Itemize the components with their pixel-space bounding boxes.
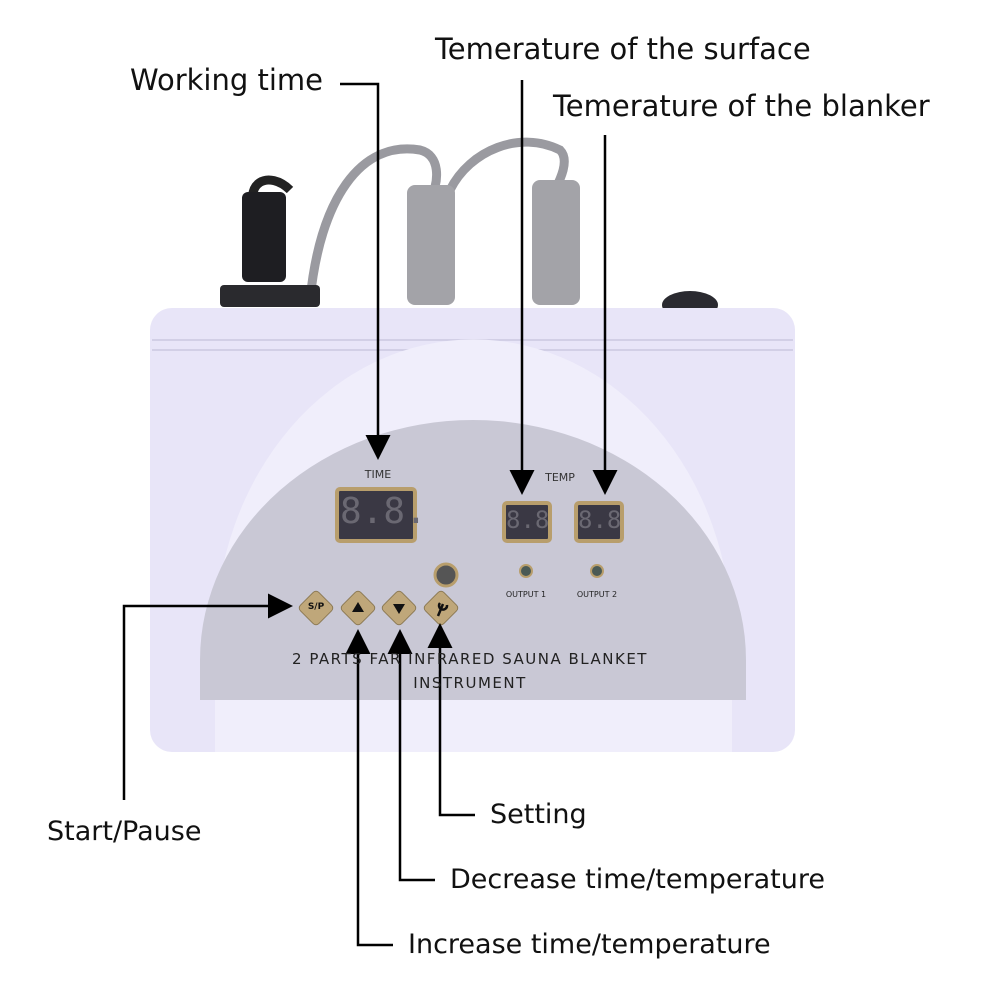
time-value: 8.8. [340,491,427,532]
temp2-value: 8.8 [578,506,622,534]
output2-light [590,564,604,578]
time-display [335,487,417,543]
blanket-temp-annotation: Temerature of the blanker [553,89,930,123]
decrease-button[interactable] [381,590,418,627]
power-plug-icon [220,192,320,307]
increase-annotation: Increase time/temperature [408,929,771,960]
output1-label: OUTPUT 1 [505,590,547,599]
setting-button[interactable] [423,590,460,627]
start-pause-annotation: Start/Pause [47,816,202,847]
wrench-icon [436,602,449,617]
time-label: TIME [364,468,392,481]
leader-lines [122,80,618,947]
output2-label: OUTPUT 2 [576,590,618,599]
temp1-value: 8.8 [506,506,550,534]
increase-button[interactable] [340,590,377,627]
product-name-line1: 2 PARTS FAR INFRARED SAUNA BLANKET [292,650,648,668]
surface-temp-annotation: Temerature of the surface [435,32,811,66]
decrease-annotation: Decrease time/temperature [450,864,825,895]
down-triangle-icon [393,604,405,614]
up-triangle-icon [352,602,364,612]
setting-annotation: Setting [490,799,587,830]
start-pause-label: S/P [307,602,325,612]
connector-1 [407,185,455,305]
indicator-light [433,562,459,588]
working-time-annotation: Working time [130,63,324,97]
start-pause-button[interactable] [298,590,335,627]
temp1-display [502,501,552,543]
output1-light [519,564,533,578]
temp-label: TEMP [545,471,575,484]
temp2-display [574,501,624,543]
product-name-line2: INSTRUMENT [413,674,527,692]
connector-2 [532,180,580,305]
